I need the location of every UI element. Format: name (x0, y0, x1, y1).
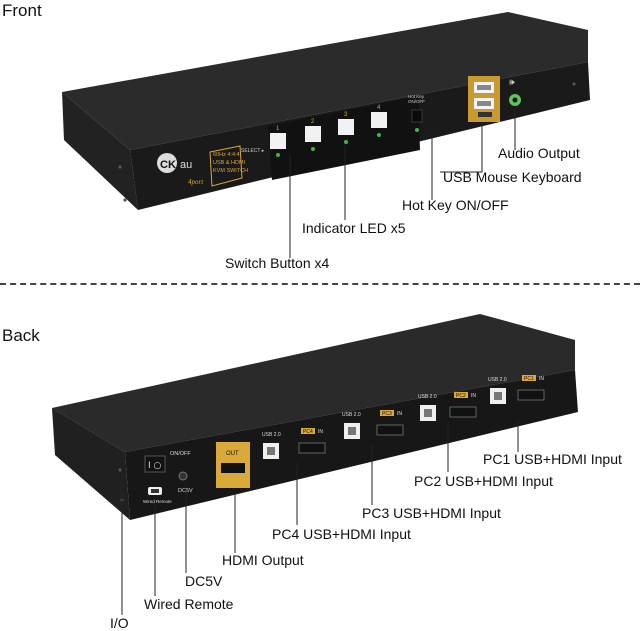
switch-button-2[interactable]: 2 (305, 119, 321, 151)
callout-dc5v: DC5V (185, 573, 223, 589)
switch-button-3[interactable]: 3 (338, 112, 354, 144)
svg-text:Hot Key: Hot Key (408, 94, 425, 99)
audio-output-jack[interactable]: 🕪 (509, 78, 521, 106)
front-usb-ports[interactable] (468, 76, 500, 122)
svg-text:PC2: PC2 (456, 393, 466, 399)
svg-text:ON/OFF: ON/OFF (408, 99, 425, 104)
svg-text:USB 2.0: USB 2.0 (342, 412, 361, 418)
svg-text:ON/OFF: ON/OFF (170, 451, 191, 457)
svg-text:au: au (180, 159, 192, 171)
svg-text:1: 1 (276, 126, 280, 132)
pc2-ports[interactable]: USB 2.0 PC2 IN (418, 392, 477, 421)
svg-text:2: 2 (311, 119, 315, 125)
front-section-title: Front (2, 1, 42, 20)
power-switch[interactable]: I ○ (144, 455, 166, 473)
callout-indicator-led: Indicator LED x5 (302, 220, 406, 236)
brand-logo: CK au (157, 153, 192, 173)
svg-text:USB & HDMI: USB & HDMI (213, 160, 246, 166)
svg-text:PC3: PC3 (382, 411, 392, 417)
svg-text:IN: IN (397, 411, 402, 417)
spec-badge: 60Hz 4:4:4 USB & HDMI KVM SWITCH 4port (188, 145, 248, 187)
callout-pc3: PC3 USB+HDMI Input (362, 505, 501, 521)
svg-text:SELECT ▸: SELECT ▸ (241, 148, 265, 154)
pc3-ports[interactable]: USB 2.0 PC3 IN (342, 410, 404, 439)
switch-button-4[interactable]: 4 (371, 105, 387, 137)
svg-text:USB 2.0: USB 2.0 (262, 432, 281, 438)
svg-text:PC4: PC4 (303, 429, 313, 435)
back-section-title: Back (2, 326, 40, 345)
svg-text:USB 2.0: USB 2.0 (418, 394, 437, 400)
svg-text:Wired Remote: Wired Remote (143, 499, 172, 504)
hdmi-output-port[interactable]: OUT (216, 442, 250, 488)
svg-text:IN: IN (471, 393, 476, 399)
callout-pc4: PC4 USB+HDMI Input (272, 526, 411, 542)
svg-text:IN: IN (539, 376, 544, 382)
wired-remote-port[interactable] (148, 487, 162, 495)
svg-text:I ○: I ○ (148, 461, 162, 471)
callout-pc2: PC2 USB+HDMI Input (414, 473, 553, 489)
callout-pc1: PC1 USB+HDMI Input (483, 451, 622, 467)
svg-text:KVM SWITCH: KVM SWITCH (213, 168, 248, 174)
callout-io: I/O (110, 615, 129, 631)
switch-button-1[interactable]: 1 (270, 126, 286, 157)
svg-text:🕪: 🕪 (509, 78, 515, 88)
svg-text:3: 3 (344, 112, 348, 118)
callout-hotkey: Hot Key ON/OFF (402, 197, 509, 213)
pc4-ports[interactable]: USB 2.0 PC4 IN (262, 428, 326, 459)
callout-hdmi-output: HDMI Output (222, 552, 304, 568)
callout-audio-output: Audio Output (498, 145, 580, 161)
svg-text:IN: IN (318, 429, 323, 435)
svg-text:OUT: OUT (226, 451, 239, 457)
svg-text:4: 4 (377, 105, 381, 111)
svg-text:CK: CK (160, 159, 176, 171)
hotkey-button[interactable]: Hot Key ON/OFF (408, 94, 425, 132)
callout-switch-button: Switch Button x4 (225, 255, 330, 271)
pc1-ports[interactable]: USB 2.0 PC1 IN (488, 375, 545, 404)
callout-wired-remote: Wired Remote (144, 596, 234, 612)
dc5v-port[interactable] (178, 471, 188, 481)
svg-text:60Hz 4:4:4: 60Hz 4:4:4 (213, 152, 240, 158)
svg-text:4port: 4port (188, 178, 204, 186)
svg-text:PC1: PC1 (524, 376, 534, 382)
section-divider (0, 283, 640, 285)
callout-usb-mouse-keyboard: USB Mouse Keyboard (443, 169, 582, 185)
svg-text:USB 2.0: USB 2.0 (488, 377, 507, 383)
